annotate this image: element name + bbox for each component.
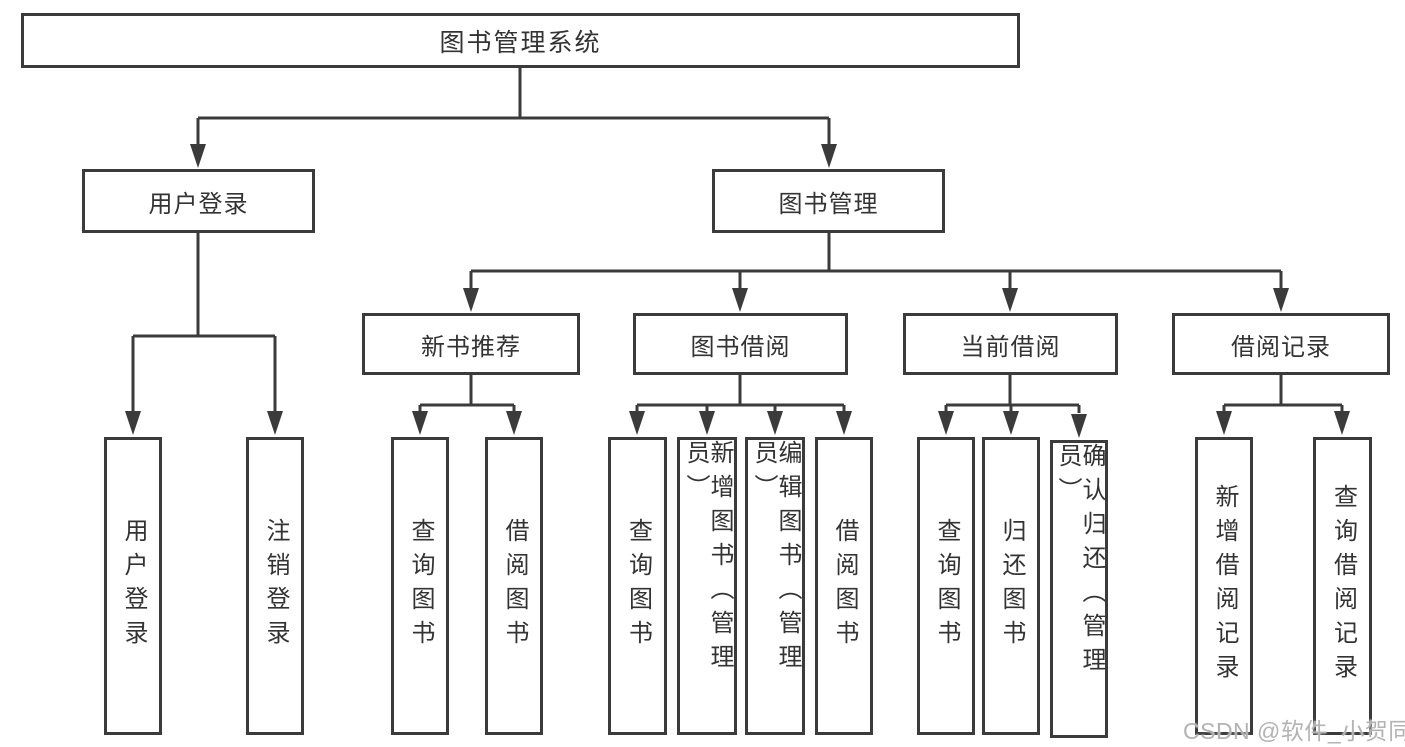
leaf-query-books: 查询图书 <box>608 437 667 735</box>
node-new-book-recommend: 新书推荐 <box>362 313 580 375</box>
leaf-borrow-books: 借阅图书 <box>485 437 543 735</box>
leaf-query-borrow-record: 查询借阅记录 <box>1313 437 1372 735</box>
node-root-book-management-system: 图书管理系统 <box>21 13 1020 68</box>
leaf-return-books: 归还图书 <box>982 437 1040 735</box>
leaf-user-login: 用户登录 <box>104 437 162 735</box>
node-book-management-module: 图书管理 <box>712 169 945 233</box>
leaf-borrow-books: 借阅图书 <box>815 437 873 735</box>
leaf-add-books-admin: 新增图书（管理员） <box>677 437 737 735</box>
leaf-logout: 注销登录 <box>246 437 304 735</box>
arrowheads <box>125 144 1350 438</box>
node-user-login-module: 用户登录 <box>82 169 315 233</box>
node-borrowing-records: 借阅记录 <box>1172 313 1390 375</box>
node-book-borrowing: 图书借阅 <box>633 313 848 375</box>
tree-edges <box>131 68 1344 413</box>
leaf-query-books: 查询图书 <box>917 437 975 735</box>
leaf-confirm-return-admin: 确认归还（管理员） <box>1050 440 1108 738</box>
node-current-borrowing: 当前借阅 <box>903 313 1118 375</box>
leaf-edit-books-admin: 编辑图书（管理员） <box>745 437 805 735</box>
csdn-watermark: CSDN @软件_小贺同学 <box>1183 718 1405 744</box>
leaf-query-books: 查询图书 <box>391 437 449 735</box>
leaf-add-borrow-record: 新增借阅记录 <box>1195 437 1253 735</box>
